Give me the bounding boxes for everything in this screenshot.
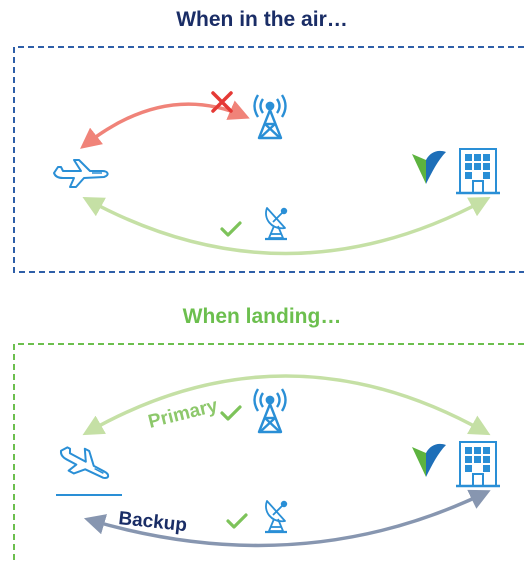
backup-label: Backup [117, 508, 187, 536]
building-icon [454, 147, 502, 195]
satellite-dish-icon [263, 206, 289, 241]
satellite-dish-icon [263, 499, 289, 534]
airplane-icon [53, 159, 109, 188]
satellite-link-arrow [82, 196, 491, 256]
airplane-landing-icon [53, 438, 116, 490]
primary-link-arrow [82, 374, 491, 436]
tower-icon [253, 93, 287, 140]
check-icon [220, 405, 242, 421]
check-icon [220, 221, 242, 237]
tower-icon [253, 387, 287, 434]
check-icon [226, 513, 248, 529]
panel-frame-landing [13, 343, 524, 563]
panel-title-air: When in the air… [176, 8, 348, 31]
failed-link-arrow [80, 100, 250, 149]
panel-title-landing: When landing… [182, 305, 342, 328]
panel-frame-air [13, 46, 524, 273]
backup-link-arrow [83, 489, 491, 548]
company-logo [412, 150, 446, 184]
cross-icon [211, 91, 233, 113]
company-logo [412, 443, 446, 477]
building-icon [454, 440, 502, 488]
